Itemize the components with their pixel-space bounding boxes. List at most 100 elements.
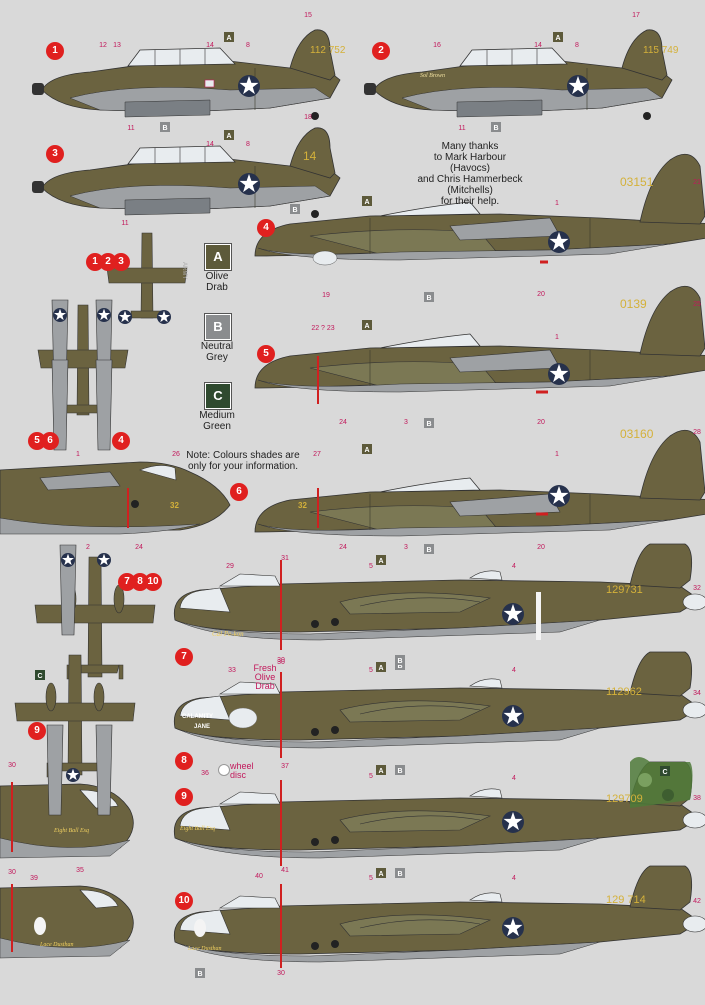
callout: 4: [512, 775, 516, 782]
svg-text:A: A: [364, 323, 369, 330]
callout: 30: [277, 970, 285, 977]
svg-text:32: 32: [298, 501, 307, 510]
callout: 11: [121, 220, 128, 227]
colour-note: Note: Colours shades are only for your i…: [186, 450, 300, 472]
callout: 20: [537, 291, 545, 298]
svg-text:B: B: [426, 547, 431, 554]
svg-text:B: B: [397, 768, 402, 775]
svg-text:A: A: [226, 35, 231, 42]
callout: 24: [339, 419, 347, 426]
colour-swatch-c: C: [204, 382, 232, 410]
profile-5-havoc: 0139: [254, 285, 705, 404]
callout: 4: [512, 667, 516, 674]
plan-badge: 10: [144, 573, 162, 591]
callout: 22 ? 23: [311, 325, 334, 332]
nose-art-8a: CALAMITY: [182, 714, 213, 720]
profile-badge: 10: [175, 892, 193, 910]
callout: 1: [555, 200, 559, 207]
callout: 8: [246, 141, 250, 148]
callout: 5: [369, 563, 373, 570]
callout: 32: [693, 585, 701, 592]
callout: 1: [555, 334, 559, 341]
serial-1: 112 752: [310, 45, 346, 56]
callout: 3: [404, 544, 408, 551]
profile-badge: 1: [46, 42, 64, 60]
profile-badge: 6: [230, 483, 248, 501]
svg-text:A: A: [364, 199, 369, 206]
callout: 21: [693, 179, 701, 186]
svg-text:Eight Ball Esq: Eight Ball Esq: [53, 828, 89, 834]
svg-text:C: C: [37, 673, 42, 680]
svg-text:Sol Brown: Sol Brown: [420, 73, 445, 79]
profile-3-dauntless: 14: [31, 127, 341, 219]
callout: 8: [575, 42, 579, 49]
callout: 40: [255, 873, 263, 880]
callout: 38: [693, 795, 701, 802]
callout: 11: [458, 125, 465, 132]
svg-text:A: A: [378, 871, 383, 878]
svg-text:A: A: [364, 447, 369, 454]
svg-text:B: B: [197, 971, 202, 978]
callout: 31: [281, 555, 289, 562]
svg-text:B: B: [162, 125, 167, 132]
callout: 30: [8, 869, 16, 876]
serial-10: 129 714: [606, 894, 646, 906]
callout: 12: [99, 42, 107, 49]
plan-badge: 3: [112, 253, 130, 271]
profile-badge: 2: [372, 42, 390, 60]
serial-6: 03160: [620, 427, 654, 441]
partial-nose-text: 32: [170, 501, 179, 510]
serial-3: 14: [303, 149, 317, 163]
nose-art-9: Eight Ball Esq: [179, 826, 215, 832]
callout: 19: [322, 292, 330, 299]
nose-art-10: Lace Dusthan: [187, 946, 222, 952]
nose-art-7: Cal Pe-kon: [212, 630, 244, 638]
callout: 15: [304, 12, 312, 19]
plan-badge: 9: [28, 722, 46, 740]
svg-text:B: B: [397, 871, 402, 878]
colour-swatch-b: B: [204, 313, 232, 341]
callout: 11: [127, 125, 134, 132]
profile-partial-havoc: 32: [0, 461, 231, 535]
callout: 30: [277, 659, 285, 666]
callout: 26: [172, 451, 180, 458]
callout: 27: [313, 451, 321, 458]
svg-text:C: C: [662, 769, 667, 776]
callout: 30: [8, 762, 16, 769]
serial-5: 0139: [620, 297, 647, 311]
callout: 25: [693, 301, 701, 308]
serial-8: 112962: [606, 686, 642, 698]
profile-6-havoc: 03160 32: [254, 427, 705, 537]
profile-8-mitchell: 112962 CALAMITY JANE: [173, 651, 705, 758]
svg-text:B: B: [426, 421, 431, 428]
serial-2: 115 749: [643, 45, 679, 56]
callout: 14: [534, 42, 542, 49]
callout: 20: [537, 419, 545, 426]
callout: 41: [281, 867, 289, 874]
callout: 5: [369, 773, 373, 780]
plan-dauntless: ARMY: [106, 232, 188, 324]
wheel-disc-icon: [218, 764, 230, 776]
callout: 17: [632, 12, 640, 19]
svg-text:Lace Dusthan: Lace Dusthan: [39, 942, 74, 948]
callout: 2: [86, 544, 90, 551]
callout: 37: [281, 763, 289, 770]
callout: 14: [206, 141, 214, 148]
callout: 18: [304, 114, 312, 121]
svg-text:A: A: [378, 768, 383, 775]
callout: 24: [135, 544, 143, 551]
callout: 1: [76, 451, 80, 458]
serial-4: 03151: [620, 175, 654, 189]
serial-9: 129709: [606, 793, 643, 805]
svg-text:ARMY: ARMY: [181, 262, 187, 279]
callout: 4: [512, 563, 516, 570]
profile-badge: 9: [175, 788, 193, 806]
callout: 4: [512, 875, 516, 882]
